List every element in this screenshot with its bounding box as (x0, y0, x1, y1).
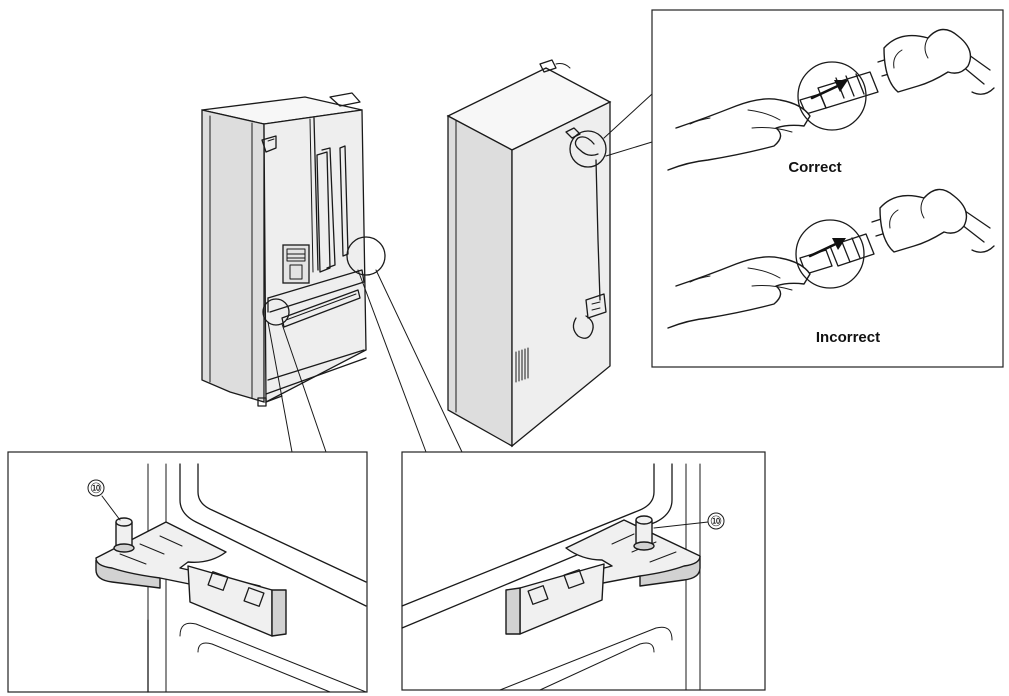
refrigerator-front-view (201, 92, 386, 407)
incorrect-label: Incorrect (816, 329, 880, 346)
insert-arrow-icon (832, 238, 846, 250)
inset-left-bracket: ⑩ (7, 451, 368, 693)
vent-grille (515, 347, 529, 383)
zoom-circle-right (346, 236, 386, 276)
correct-label: Correct (788, 159, 841, 176)
callout-leader-left (101, 495, 121, 521)
correct-zoom-circle (797, 61, 867, 131)
inset-right-bracket: ⑩ (401, 451, 766, 691)
leader-lines (267, 93, 653, 453)
incorrect-zoom-circle (795, 219, 865, 289)
incorrect-illustration (667, 188, 995, 329)
refrigerator-back-view (446, 59, 612, 448)
callout-number-left: ⑩ (90, 481, 103, 497)
zoom-circle-left (262, 298, 290, 326)
insert-arrow-icon (834, 80, 848, 92)
pin-right (633, 515, 655, 551)
callout-number-right: ⑩ (710, 514, 723, 530)
pin-left (113, 517, 135, 553)
callout-leader-right (653, 521, 709, 529)
correct-illustration (667, 28, 995, 171)
zoom-circle-water-line (569, 130, 607, 168)
inset-connection: Correct Incorrect (651, 9, 1004, 368)
